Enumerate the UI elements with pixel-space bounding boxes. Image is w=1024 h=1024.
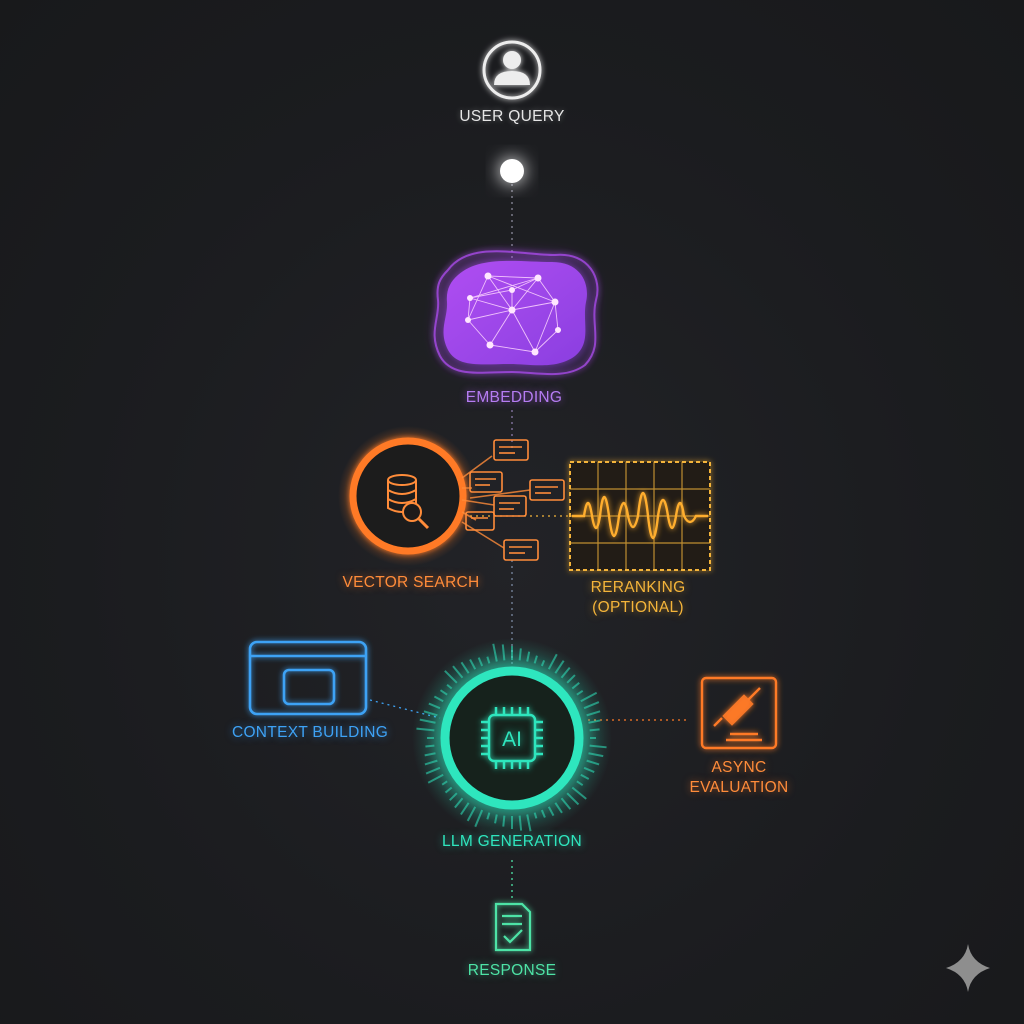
glow-ray bbox=[423, 710, 438, 717]
glow-ray bbox=[425, 766, 441, 775]
glow-ray bbox=[554, 660, 565, 674]
glow-ray bbox=[554, 802, 563, 814]
glow-ray bbox=[566, 674, 576, 684]
glow-ray bbox=[474, 809, 484, 828]
glow-ray bbox=[446, 683, 453, 690]
context-building-label: CONTEXT BUILDING bbox=[231, 724, 389, 741]
glow-ray bbox=[469, 659, 477, 670]
glow-ray bbox=[460, 661, 470, 674]
glow-ray bbox=[444, 670, 458, 684]
folder-icon bbox=[248, 640, 368, 716]
retrieved-chunks bbox=[461, 439, 565, 561]
embedding-label: EMBEDDING bbox=[465, 389, 563, 406]
user-query-label: USER QUERY bbox=[459, 108, 565, 125]
glow-ray bbox=[424, 759, 438, 766]
glow-ray bbox=[583, 766, 595, 773]
glow-ray bbox=[494, 814, 498, 824]
glow-ray bbox=[449, 792, 458, 801]
ai-chip-text: AI bbox=[502, 728, 522, 751]
neural-network-icon bbox=[433, 250, 599, 376]
glow-ray bbox=[454, 797, 464, 809]
glow-ray bbox=[588, 719, 601, 724]
glow-ray bbox=[586, 759, 600, 766]
llm-generation-label: LLM GENERATION bbox=[442, 833, 582, 850]
glow-ray bbox=[444, 786, 453, 794]
database-search-icon bbox=[338, 426, 478, 566]
async-label: ASYNC bbox=[711, 759, 767, 776]
glow-ray bbox=[486, 656, 491, 664]
glow-ray bbox=[419, 718, 436, 724]
glow-ray bbox=[518, 815, 523, 831]
glow-ray bbox=[425, 744, 435, 748]
glow-ray bbox=[566, 792, 580, 806]
reranking-label: RERANKING bbox=[590, 579, 686, 596]
glow-ray bbox=[518, 648, 522, 661]
glow-ray bbox=[477, 657, 484, 667]
waveform-grid-icon bbox=[569, 461, 711, 571]
glow-ray bbox=[560, 797, 572, 810]
glow-ray bbox=[441, 780, 448, 786]
glow-ray bbox=[416, 727, 435, 732]
glow-ray bbox=[589, 744, 607, 749]
glow-ray bbox=[533, 655, 538, 664]
glow-ray bbox=[540, 660, 546, 667]
document-check-icon bbox=[494, 902, 532, 952]
evaluation-label: EVALUATION bbox=[689, 779, 789, 796]
glow-ray bbox=[428, 702, 441, 710]
glow-ray bbox=[439, 689, 448, 696]
glow-ray bbox=[540, 809, 546, 818]
user-icon bbox=[482, 40, 542, 100]
glow-ray bbox=[588, 752, 604, 758]
glow-ray bbox=[586, 710, 601, 717]
glow-ray bbox=[571, 786, 587, 800]
vector-search-label: VECTOR SEARCH bbox=[342, 574, 480, 591]
reranking-optional-label: (OPTIONAL) bbox=[592, 599, 684, 616]
response-label: RESPONSE bbox=[467, 962, 557, 979]
gavel-icon bbox=[700, 676, 778, 750]
glow-ray bbox=[576, 689, 584, 696]
glow-ray bbox=[427, 773, 444, 784]
glow-ray bbox=[576, 780, 584, 787]
glow-ray bbox=[589, 728, 600, 732]
glow-ray bbox=[583, 701, 600, 710]
glow-ray bbox=[547, 806, 555, 817]
glow-ray bbox=[486, 812, 491, 820]
glow-ray bbox=[492, 643, 498, 662]
glow-ray bbox=[452, 665, 464, 679]
glow-ray bbox=[580, 773, 590, 780]
glow-ray bbox=[526, 651, 531, 662]
glow-ray bbox=[501, 644, 506, 661]
glow-ray bbox=[502, 815, 506, 827]
glow-ray bbox=[526, 814, 532, 832]
glow-ray bbox=[460, 802, 470, 816]
glow-ray bbox=[571, 682, 580, 690]
glow-ray bbox=[580, 691, 598, 703]
glow-ray bbox=[466, 806, 477, 822]
glow-ray bbox=[424, 752, 436, 757]
sparkle-icon bbox=[946, 944, 990, 992]
glow-ray bbox=[533, 812, 538, 819]
glow-ray bbox=[433, 695, 444, 703]
glow-ray bbox=[547, 653, 558, 670]
glow-ray bbox=[560, 667, 571, 679]
query-start-dot bbox=[500, 159, 524, 183]
ai-chip-icon bbox=[412, 638, 612, 838]
